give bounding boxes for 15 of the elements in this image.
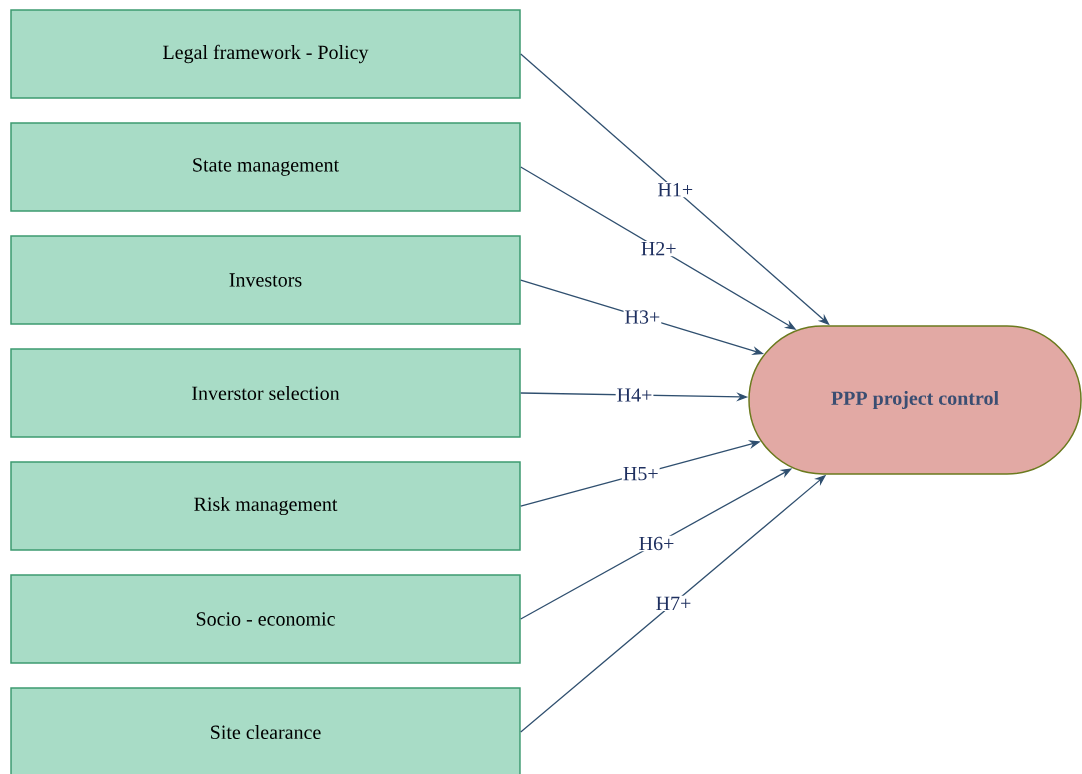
edge-label: H3+ <box>625 310 660 324</box>
edge-label: H7+ <box>656 596 691 610</box>
edge-label: H1+ <box>658 183 693 197</box>
edge-label: H6+ <box>639 536 674 551</box>
edge-label: H4+ <box>617 388 652 402</box>
factor-box: State management <box>10 122 521 212</box>
factor-box: Investors <box>10 235 521 325</box>
factor-box: Legal framework - Policy <box>10 9 521 99</box>
edge-label: H5+ <box>623 467 658 481</box>
factor-box: Socio - economic <box>10 574 521 664</box>
edge-label: H2+ <box>641 241 676 256</box>
outcome-box: PPP project control <box>748 325 1082 475</box>
factor-box: Risk management <box>10 461 521 551</box>
factor-box: Site clearance <box>10 687 521 774</box>
factor-box: Inverstor selection <box>10 348 521 438</box>
